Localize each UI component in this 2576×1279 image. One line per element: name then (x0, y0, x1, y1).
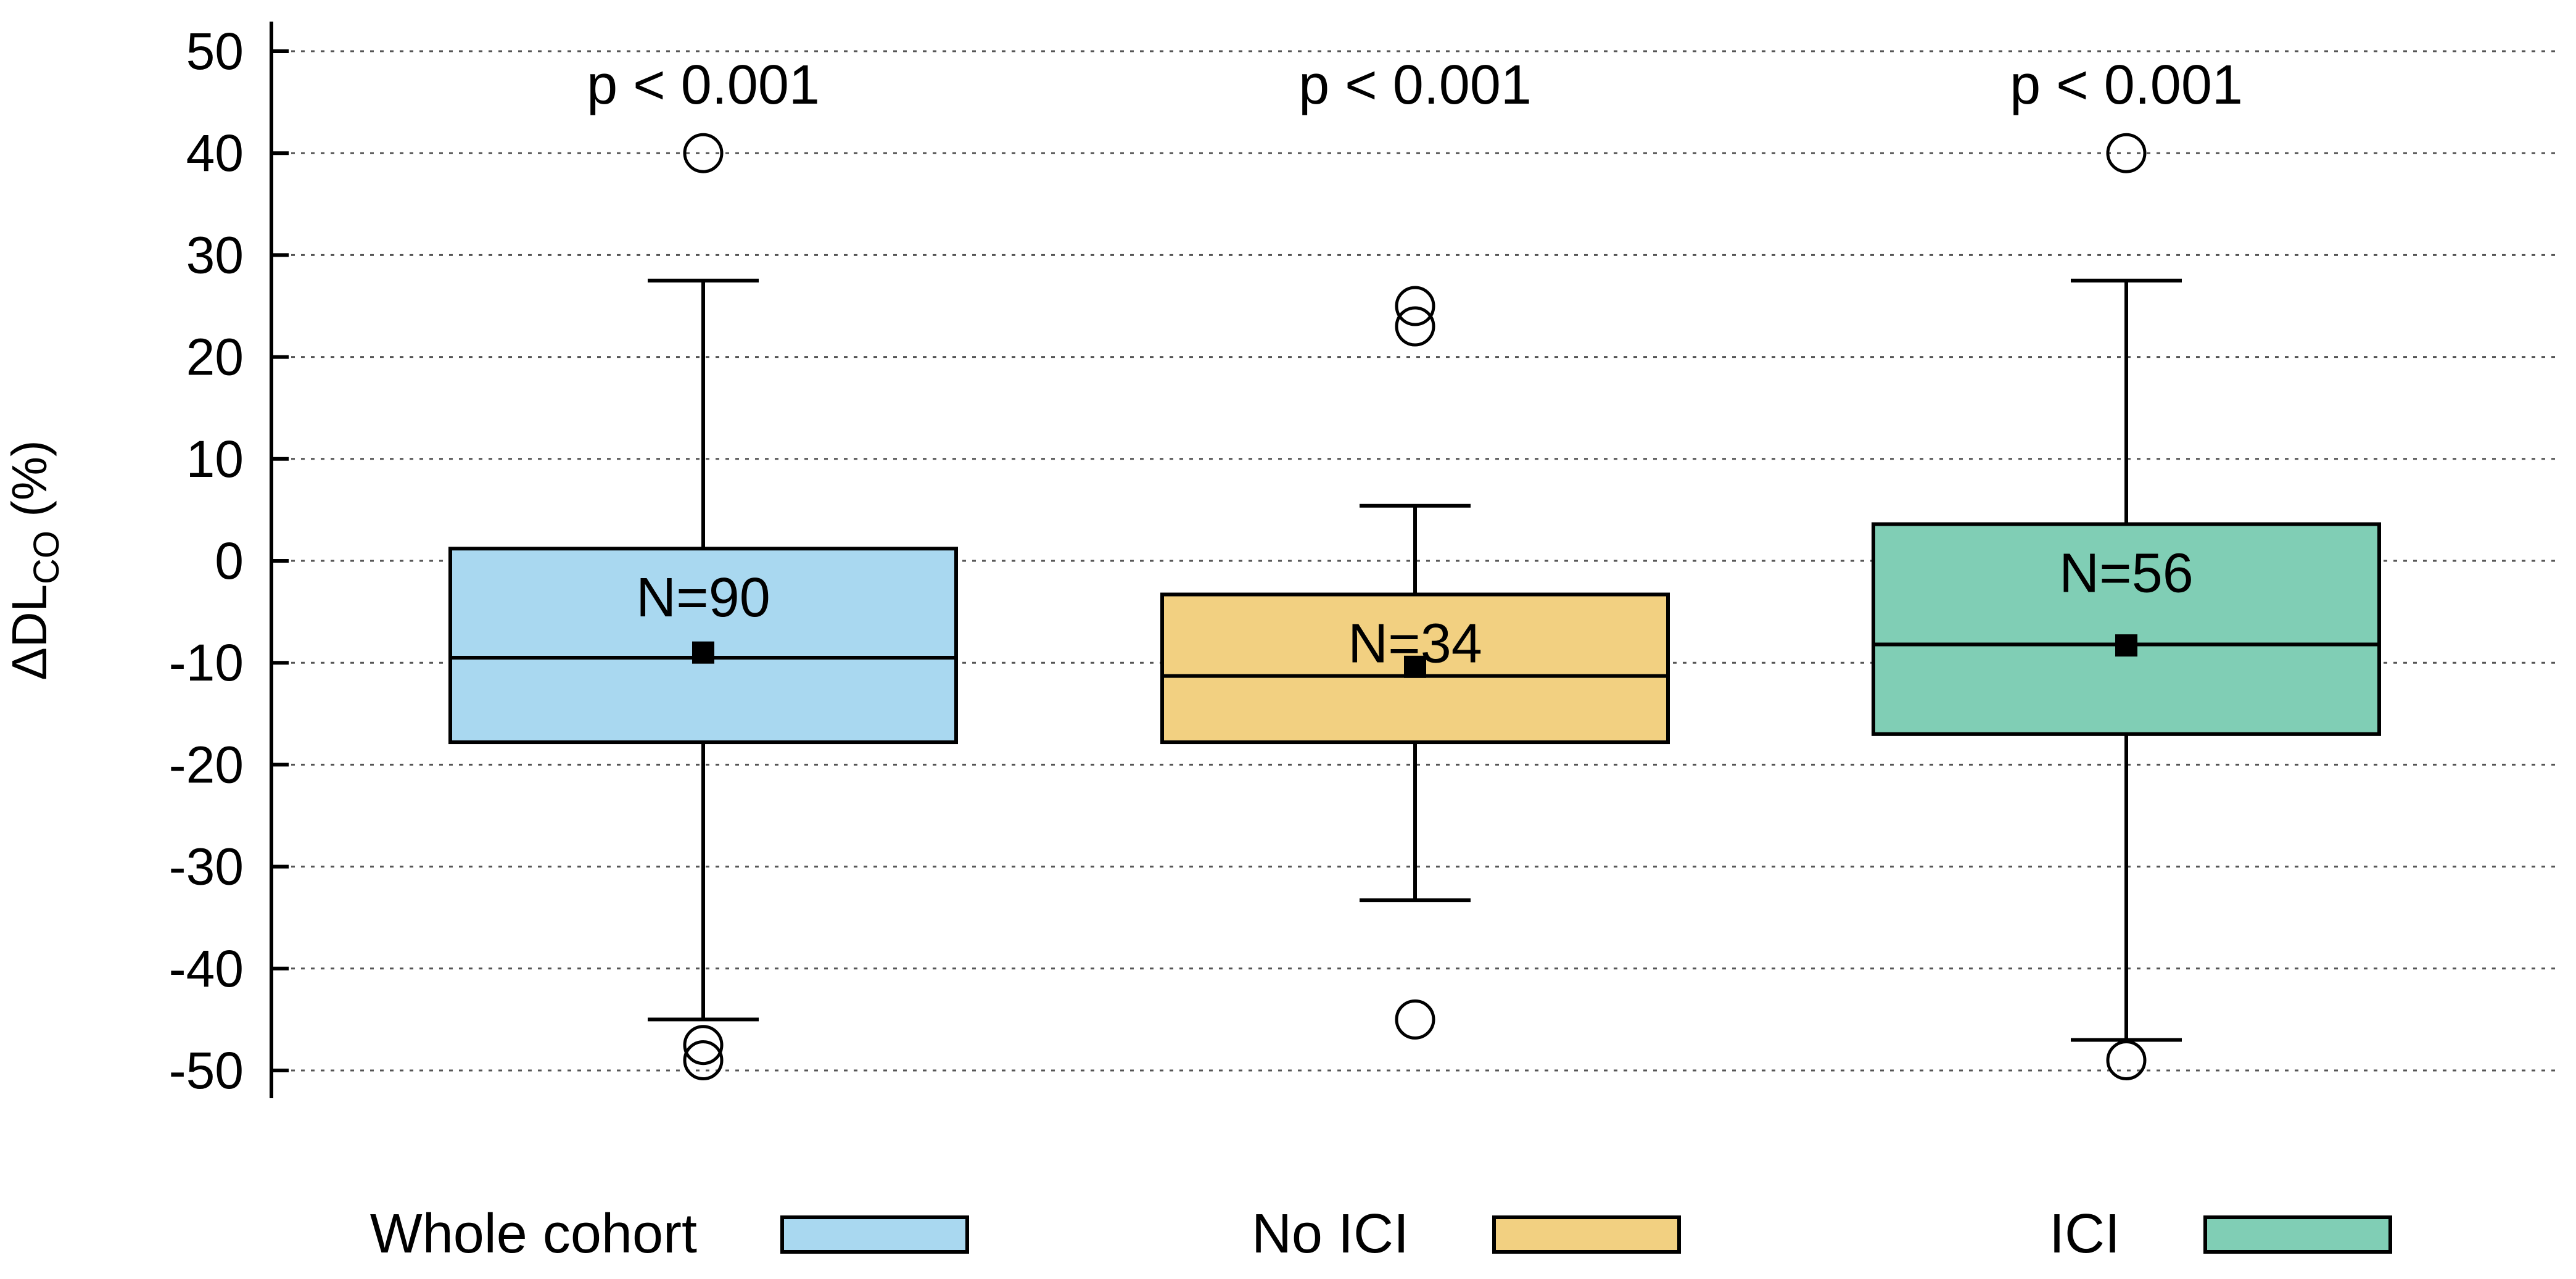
n-label: N=90 (636, 567, 770, 629)
mean-marker (2115, 634, 2137, 657)
y-axis: 50 40 30 20 10 0 -10 -20 -30 -40 -50 (169, 22, 289, 1099)
outlier-point (2106, 1040, 2147, 1080)
mean-marker (692, 641, 714, 664)
outlier-point (683, 1040, 724, 1080)
outlier-point (1395, 286, 1435, 326)
y-tick-label: -10 (169, 634, 244, 692)
legend-label: No ICI (1252, 1203, 1409, 1265)
legend-swatch (1492, 1215, 1681, 1254)
box-group-3: N=56 p < 0.001 (1872, 54, 2381, 1080)
legend-label: ICI (2049, 1203, 2120, 1265)
y-tick-label: 30 (186, 226, 244, 284)
box-group-1: N=90 p < 0.001 (448, 54, 958, 1080)
mean-marker (1404, 655, 1426, 678)
p-value-label: p < 0.001 (587, 54, 820, 116)
y-tick-label: 10 (186, 430, 244, 488)
y-tick-label: -40 (169, 940, 244, 998)
legend-label: Whole cohort (370, 1203, 697, 1265)
box (1872, 522, 2381, 736)
n-label: N=56 (2059, 543, 2194, 605)
outlier-point (683, 133, 724, 173)
legend-swatch (2203, 1215, 2392, 1254)
y-tick-label: 40 (186, 124, 244, 182)
legend-swatch (780, 1215, 969, 1254)
n-label: N=34 (1348, 613, 1482, 675)
p-value-label: p < 0.001 (1298, 54, 1532, 116)
outlier-point (1395, 306, 1435, 347)
y-tick-label: 20 (186, 328, 244, 386)
box-group-2: N=34 p < 0.001 (1160, 54, 1670, 1040)
y-tick-label: -20 (169, 735, 244, 793)
outlier-point (2106, 133, 2147, 173)
y-tick-label: 50 (186, 22, 244, 80)
outlier-point (1395, 999, 1435, 1040)
y-tick-label: -50 (169, 1041, 244, 1099)
outlier-point (683, 1025, 724, 1066)
y-axis-label: ΔDLCO (%) (2, 440, 67, 680)
legend: Whole cohort No ICI ICI (370, 1203, 2392, 1265)
y-tick-label: 0 (215, 532, 244, 590)
p-value-label: p < 0.001 (2010, 54, 2243, 116)
y-tick-label: -30 (169, 838, 244, 896)
